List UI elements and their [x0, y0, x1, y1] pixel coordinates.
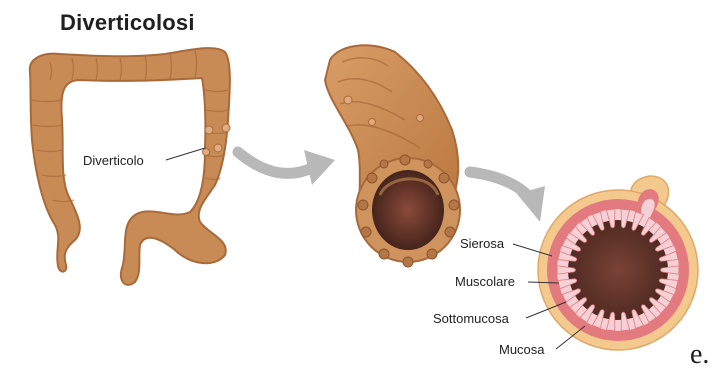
label-diverticolo: Diverticolo	[83, 153, 144, 168]
colon-segment-illustration	[325, 45, 460, 267]
leader-diverticolo	[166, 148, 205, 160]
wall-cross-section	[538, 176, 698, 350]
arrow-2	[470, 172, 545, 222]
label-sierosa: Sierosa	[460, 236, 505, 251]
label-muscolare: Muscolare	[455, 274, 515, 289]
trailing-text: e.	[690, 341, 709, 369]
label-sottomucosa: Sottomucosa	[433, 311, 510, 326]
segment-lumen	[372, 170, 444, 250]
label-mucosa: Mucosa	[499, 342, 545, 357]
arrow-1	[238, 150, 335, 185]
